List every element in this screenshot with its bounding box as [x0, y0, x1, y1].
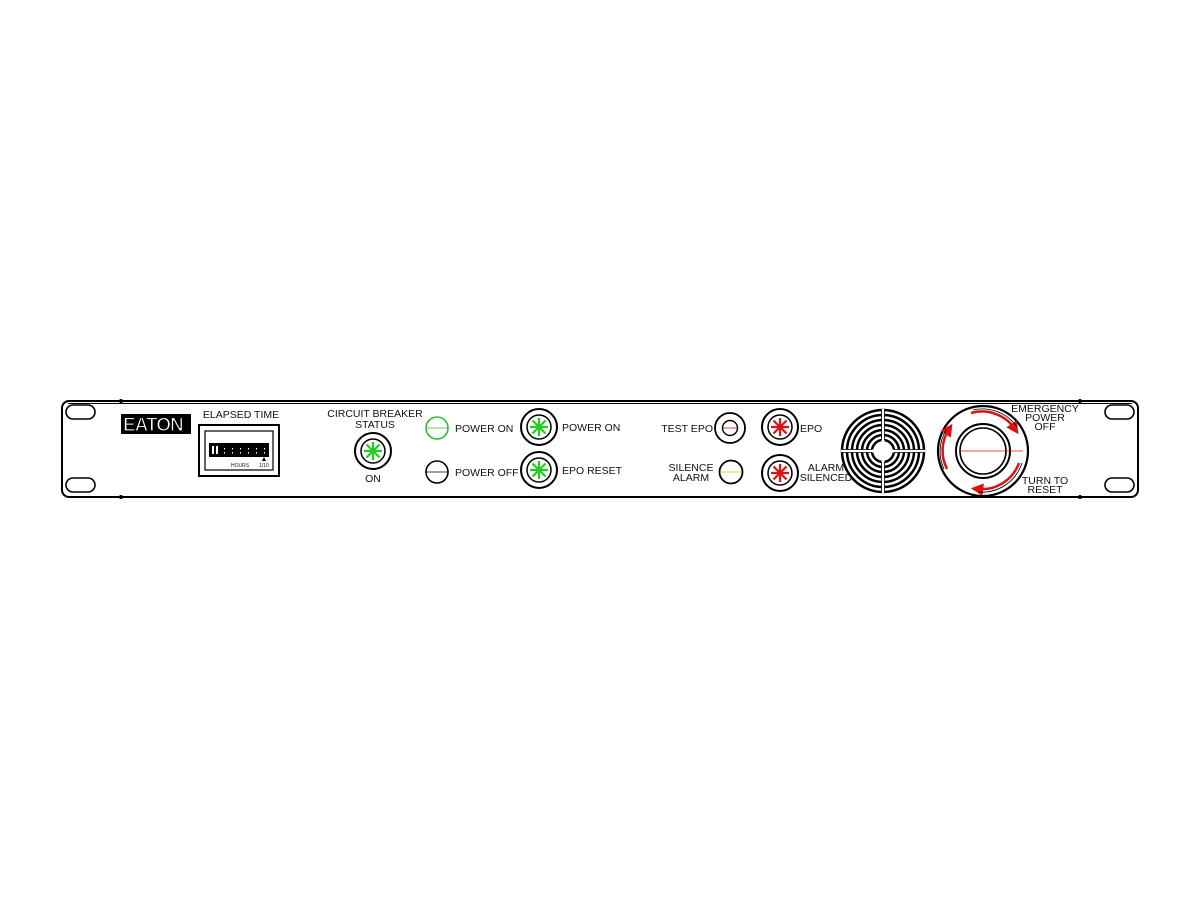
circuit-breaker-on-label: ON: [365, 473, 381, 485]
fan-grille: [840, 408, 926, 494]
emergency-label-line3: OFF: [1035, 421, 1056, 433]
epo-reset-button-label: EPO RESET: [562, 465, 623, 477]
mounting-slot-top-left: [65, 404, 96, 420]
mounting-slot-bottom-left: [65, 477, 96, 493]
test-epo-label: TEST EPO: [661, 423, 713, 435]
mounting-slot-top-right: [1104, 404, 1135, 420]
power-on-indicator-label: POWER ON: [455, 423, 513, 435]
emergency-label-line1: EMERGENCY: [1011, 403, 1079, 415]
turn-to-reset-label-line2: RESET: [1027, 484, 1063, 496]
elapsed-time-label: ELAPSED TIME: [203, 409, 279, 421]
hours-label: HOURS: [231, 463, 250, 469]
turn-to-reset-label-line1: TURN TO: [1022, 475, 1068, 487]
tenths-label: 1/10: [259, 463, 269, 469]
emergency-label-line2: POWER: [1025, 412, 1065, 424]
power-on-button[interactable]: [520, 408, 558, 446]
power-on-button-label: POWER ON: [562, 422, 620, 434]
power-on-indicator-light: [425, 416, 449, 440]
rotation-arrows: [940, 410, 1021, 496]
silence-alarm-label-line1: SILENCE: [669, 462, 714, 474]
alarm-silenced-label-line2: SILENCED: [800, 472, 853, 484]
mounting-slot-bottom-right: [1104, 477, 1135, 493]
power-off-indicator-light: [425, 460, 449, 484]
epo-indicator-label: EPO: [800, 423, 822, 435]
silence-alarm-button[interactable]: [718, 459, 744, 485]
epo-reset-button[interactable]: [520, 451, 558, 489]
elapsed-time-meter: HOURS 1/10: [198, 424, 280, 477]
silence-alarm-label-line2: ALARM: [673, 472, 709, 484]
circuit-breaker-label: CIRCUIT BREAKER: [327, 408, 423, 420]
circuit-breaker-status-indicator: [354, 432, 392, 470]
alarm-silenced-indicator: [761, 454, 799, 492]
power-off-indicator-label: POWER OFF: [455, 467, 519, 479]
epo-indicator: [761, 408, 799, 446]
circuit-breaker-status-label: STATUS: [355, 419, 395, 431]
alarm-silenced-label-line1: ALARM: [808, 462, 844, 474]
eaton-logo: EATON: [123, 415, 183, 436]
test-epo-button[interactable]: [714, 412, 746, 444]
emergency-power-off-switch[interactable]: [936, 404, 1030, 498]
